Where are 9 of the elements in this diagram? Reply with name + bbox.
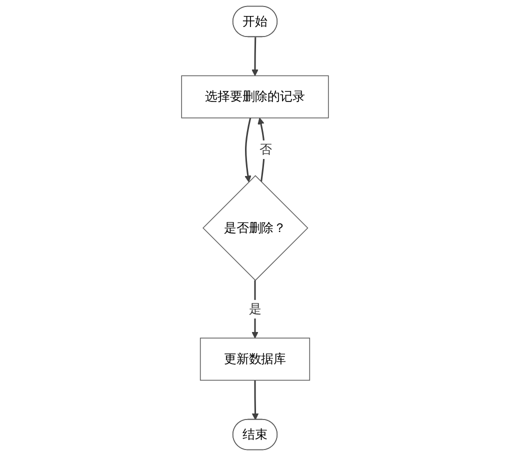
arrow (252, 37, 258, 76)
node-box: 选择要删除的记录 (181, 75, 329, 118)
edge-label: 是 (248, 301, 262, 316)
node-diamond: 是否删除？ (202, 175, 308, 281)
arrow (252, 380, 259, 420)
node-box: 更新数据库 (200, 338, 310, 381)
arrow (244, 118, 252, 182)
edge-label: 否 (259, 142, 272, 157)
arrow (258, 118, 265, 182)
